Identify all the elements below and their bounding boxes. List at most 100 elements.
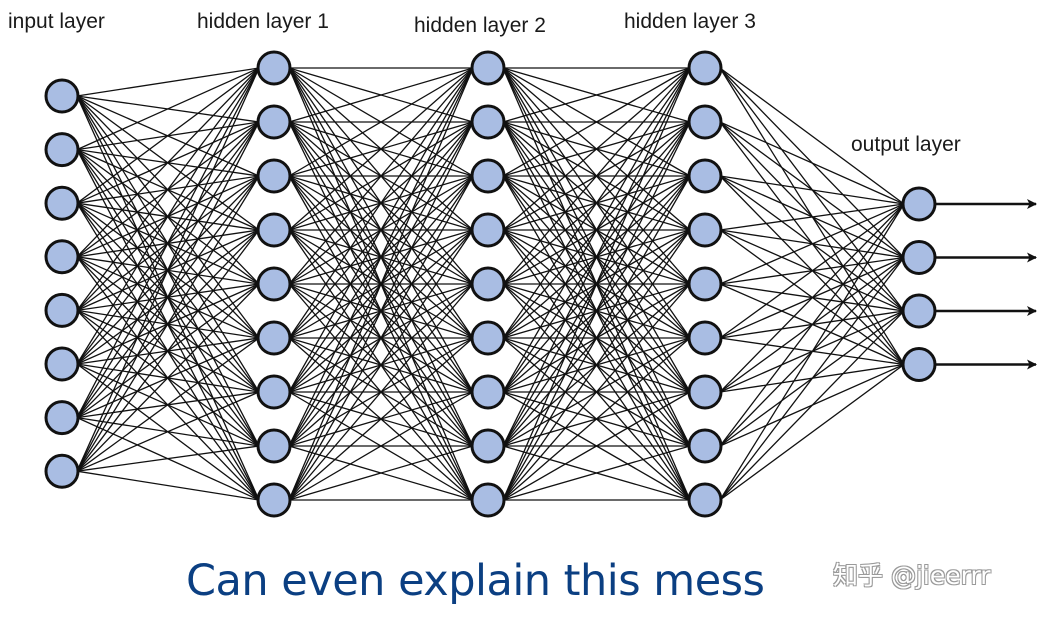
edge-l0n6-l1n0 [76,67,260,418]
edge-l3n2-l4n0 [719,175,905,205]
node-hidden1-6 [256,320,292,356]
label-hidden-layer-1: hidden layer 1 [197,10,329,33]
node-input-4 [44,239,80,275]
edge-l0n7-l1n0 [76,67,260,472]
edge-l0n7-l1n5 [76,337,260,472]
node-hidden3-5 [687,266,723,302]
edge-l2n8-l3n1 [502,121,691,501]
edge-l0n7-l1n3 [76,229,260,472]
edge-l3n8-l4n0 [719,203,905,501]
node-input-2 [44,132,80,168]
node-hidden1-3 [256,158,292,194]
node-hidden1-4 [256,212,292,248]
edge-l1n4-l2n0 [288,67,474,285]
connections-group [76,67,905,501]
neural-network-diagram [44,50,1037,518]
edge-l0n2-l1n0 [76,67,260,204]
edge-l0n3-l1n0 [76,67,260,258]
edge-l0n7-l1n1 [76,121,260,472]
node-input-6 [44,346,80,382]
node-hidden2-9 [470,482,506,518]
node-hidden1-5 [256,266,292,302]
node-hidden1-1 [256,50,292,86]
edge-l0n7-l1n7 [76,445,260,472]
edge-l2n1-l3n0 [502,67,691,123]
edge-l1n8-l2n1 [288,121,474,501]
edge-l2n5-l3n0 [502,67,691,339]
node-hidden2-6 [470,320,506,356]
node-hidden3-4 [687,212,723,248]
edge-l2n7-l3n0 [502,67,691,447]
edge-l2n8-l3n4 [502,283,691,501]
edge-l0n7-l1n4 [76,283,260,472]
edge-l0n7-l1n2 [76,175,260,472]
edge-l3n6-l4n0 [719,203,905,393]
edge-l1n8-l2n3 [288,229,474,501]
edge-l1n8-l2n5 [288,337,474,501]
edge-l0n1-l1n0 [76,67,260,151]
label-output-layer: output layer [851,133,961,156]
node-output-3 [901,293,937,329]
edge-l2n8-l3n3 [502,229,691,501]
node-hidden3-9 [687,482,723,518]
node-output-2 [901,240,937,275]
node-hidden1-2 [256,104,292,140]
edge-l0n7-l1n8 [76,470,260,501]
edge-l2n8-l3n2 [502,175,691,501]
node-input-3 [44,185,80,221]
label-hidden-layer-2: hidden layer 2 [414,14,546,37]
edge-l1n2-l2n0 [288,67,474,177]
edge-l0n0-l1n0 [76,67,260,97]
edge-l0n5-l1n0 [76,67,260,365]
node-hidden3-3 [687,158,723,194]
edge-l1n8-l2n0 [288,67,474,501]
node-hidden1-7 [256,374,292,410]
edge-l1n3-l2n0 [288,67,474,231]
node-hidden2-4 [470,212,506,248]
node-hidden2-1 [470,50,506,86]
edge-l3n8-l4n3 [719,363,905,501]
edge-l0n4-l1n0 [76,67,260,311]
edge-l2n4-l3n0 [502,67,691,285]
node-hidden2-3 [470,158,506,194]
caption: Can even explain this mess [186,556,765,606]
edge-l1n7-l2n0 [288,67,474,447]
edge-l3n8-l4n2 [719,310,905,501]
edge-l2n3-l3n0 [502,67,691,231]
edge-l1n8-l2n4 [288,283,474,501]
edge-l3n7-l4n0 [719,203,905,447]
node-hidden3-1 [687,50,723,86]
edge-l3n8-l4n1 [719,257,905,501]
output-arrows-group [935,199,1037,370]
edge-l0n7-l1n6 [76,391,260,472]
edge-l3n4-l4n0 [719,203,905,285]
edge-l3n0-l4n0 [719,67,905,205]
edge-l1n8-l2n2 [288,175,474,501]
edge-l2n8-l3n0 [502,67,691,501]
edge-l3n3-l4n0 [719,203,905,231]
node-input-7 [44,400,80,436]
edge-l2n6-l3n0 [502,67,691,393]
edge-l2n8-l3n7 [502,445,691,501]
edge-l1n8-l2n7 [288,445,474,501]
node-output-4 [901,347,937,382]
edge-l2n8-l3n6 [502,391,691,501]
node-hidden3-6 [687,320,723,356]
node-hidden2-8 [470,428,506,464]
node-input-8 [44,453,80,489]
nodes-group [44,50,937,518]
label-input-layer: input layer [8,10,105,33]
edge-l1n6-l2n0 [288,67,474,393]
edge-l1n5-l2n0 [288,67,474,339]
edge-l3n5-l4n0 [719,203,905,339]
node-hidden2-7 [470,374,506,410]
node-input-5 [44,292,80,328]
node-hidden3-8 [687,428,723,464]
edge-l2n8-l3n5 [502,337,691,501]
edge-l1n8-l2n6 [288,391,474,501]
edge-l1n1-l2n0 [288,67,474,123]
node-hidden3-2 [687,104,723,140]
node-hidden2-2 [470,104,506,140]
label-hidden-layer-3: hidden layer 3 [624,10,756,33]
node-hidden2-5 [470,266,506,302]
